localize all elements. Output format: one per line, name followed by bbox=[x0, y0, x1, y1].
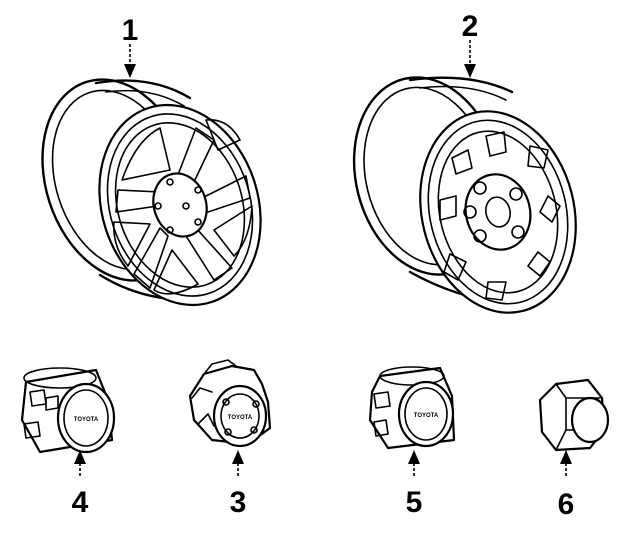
lug-cap-6-leader bbox=[560, 450, 572, 476]
lug-cap-6-group: 6 bbox=[538, 378, 610, 521]
hub-cap-4-leader bbox=[74, 450, 86, 476]
hub-cap-4: TOYOTA bbox=[20, 367, 116, 454]
wheel-1-group: 1 bbox=[41, 14, 262, 307]
wheel-2 bbox=[352, 76, 577, 314]
callout-1: 1 bbox=[122, 14, 139, 47]
wheel-1 bbox=[41, 78, 262, 307]
hub-cap-4-badge: TOYOTA bbox=[74, 417, 99, 423]
hub-cap-3-group: TOYOTA 3 bbox=[188, 359, 272, 519]
lug-cap-6 bbox=[538, 378, 610, 452]
callout-2: 2 bbox=[462, 10, 479, 43]
hub-cap-5-group: TOYOTA 5 bbox=[368, 366, 456, 519]
callout-6: 6 bbox=[558, 488, 575, 521]
callout-3: 3 bbox=[230, 486, 247, 519]
hub-cap-4-group: TOYOTA 4 bbox=[20, 367, 116, 519]
wheel-2-leader bbox=[464, 40, 476, 78]
wheel-1-leader bbox=[124, 44, 136, 78]
hub-cap-5-leader bbox=[408, 450, 420, 476]
hub-cap-5-badge: TOYOTA bbox=[414, 413, 439, 419]
callout-4: 4 bbox=[72, 486, 89, 519]
hub-cap-3: TOYOTA bbox=[188, 359, 272, 448]
hub-cap-5: TOYOTA bbox=[368, 366, 456, 450]
wheel-2-group: 2 bbox=[352, 10, 577, 314]
hub-cap-3-leader bbox=[232, 450, 244, 476]
callout-5: 5 bbox=[406, 486, 423, 519]
hub-cap-3-badge: TOYOTA bbox=[228, 415, 253, 421]
